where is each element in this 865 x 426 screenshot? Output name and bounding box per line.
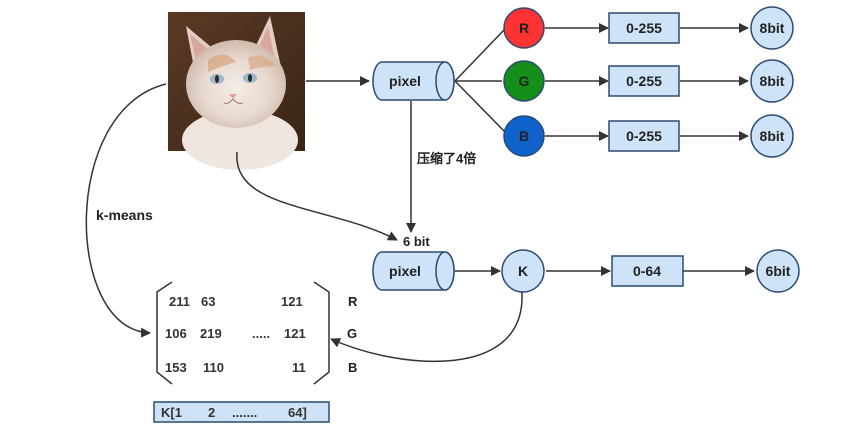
matrix-g-last: 121 [284, 326, 306, 341]
k-index-dots: ....... [232, 405, 257, 420]
bits-b-label: 8bit [760, 128, 785, 144]
matrix-b-c1: 153 [165, 360, 187, 375]
matrix-right-bracket [313, 281, 330, 385]
range-k-label: 0-64 [633, 263, 661, 279]
edge-kmeans [85, 83, 167, 338]
k-index-two: 2 [208, 405, 215, 420]
bits-node-r: 8bit [750, 6, 794, 50]
channel-r-circle [503, 7, 545, 49]
channel-b-circle [503, 115, 545, 157]
range-b-label: 0-255 [626, 128, 662, 144]
k-label: K [518, 263, 528, 279]
matrix-g-channel: G [347, 326, 357, 341]
channel-r-node: R [503, 7, 545, 49]
edge-pixel-to-b [454, 80, 505, 132]
bits-g-label: 8bit [760, 73, 785, 89]
k-index-bar: K[1 2 ....... 64] [153, 401, 330, 423]
cat-photo-icon [168, 12, 305, 170]
channel-g-node: G [503, 60, 545, 102]
range-box-b: 0-255 [608, 120, 680, 152]
edge-image-to-6bit [236, 151, 398, 241]
matrix-r-channel: R [348, 294, 358, 309]
matrix-g-c1: 106 [165, 326, 187, 341]
bits-r-label: 8bit [760, 20, 785, 36]
pixel-bottom-label: pixel [389, 263, 421, 279]
channel-g-label: G [519, 73, 530, 89]
matrix-r-last: 121 [281, 294, 303, 309]
edge-pixel-to-r [454, 29, 505, 82]
pixel-node-top: pixel [372, 61, 455, 101]
bits-node-k: 6bit [756, 249, 800, 293]
k-node: K [501, 249, 545, 293]
six-bit-label: 6 bit [403, 234, 430, 249]
bits-node-b: 8bit [750, 114, 794, 158]
compress-label: 压缩了4倍 [417, 151, 476, 166]
range-box-k: 0-64 [611, 255, 684, 287]
edges [85, 23, 755, 363]
range-r-label: 0-255 [626, 20, 662, 36]
channel-r-label: R [519, 20, 529, 36]
matrix-r-c1: 211 [169, 294, 190, 309]
range-g-label: 0-255 [626, 73, 662, 89]
bits-node-g: 8bit [750, 59, 794, 103]
kmeans-label: k-means [96, 207, 153, 223]
k-index-k: K[1 [161, 405, 182, 420]
channel-b-node: B [503, 115, 545, 157]
matrix-g-dots: ..... [252, 326, 270, 341]
pixel-top-label: pixel [389, 73, 421, 89]
bits-k-label: 6bit [766, 263, 791, 279]
matrix-r-c2: 63 [201, 294, 215, 309]
matrix-b-c2: 110 [203, 360, 224, 375]
k-index-last: 64] [288, 405, 307, 420]
matrix-b-channel: B [348, 360, 357, 375]
channel-g-circle [503, 60, 545, 102]
range-box-r: 0-255 [608, 12, 680, 44]
range-box-g: 0-255 [608, 65, 680, 97]
channel-b-label: B [519, 128, 529, 144]
matrix-b-last: 11 [292, 360, 306, 375]
edge-k-matrix [330, 284, 527, 363]
matrix: 211 63 121 R 106 219 ..... 121 G 153 110… [156, 281, 358, 385]
matrix-left-bracket [156, 281, 173, 385]
pixel-node-bottom: pixel [372, 251, 455, 291]
matrix-g-c2: 219 [200, 326, 222, 341]
